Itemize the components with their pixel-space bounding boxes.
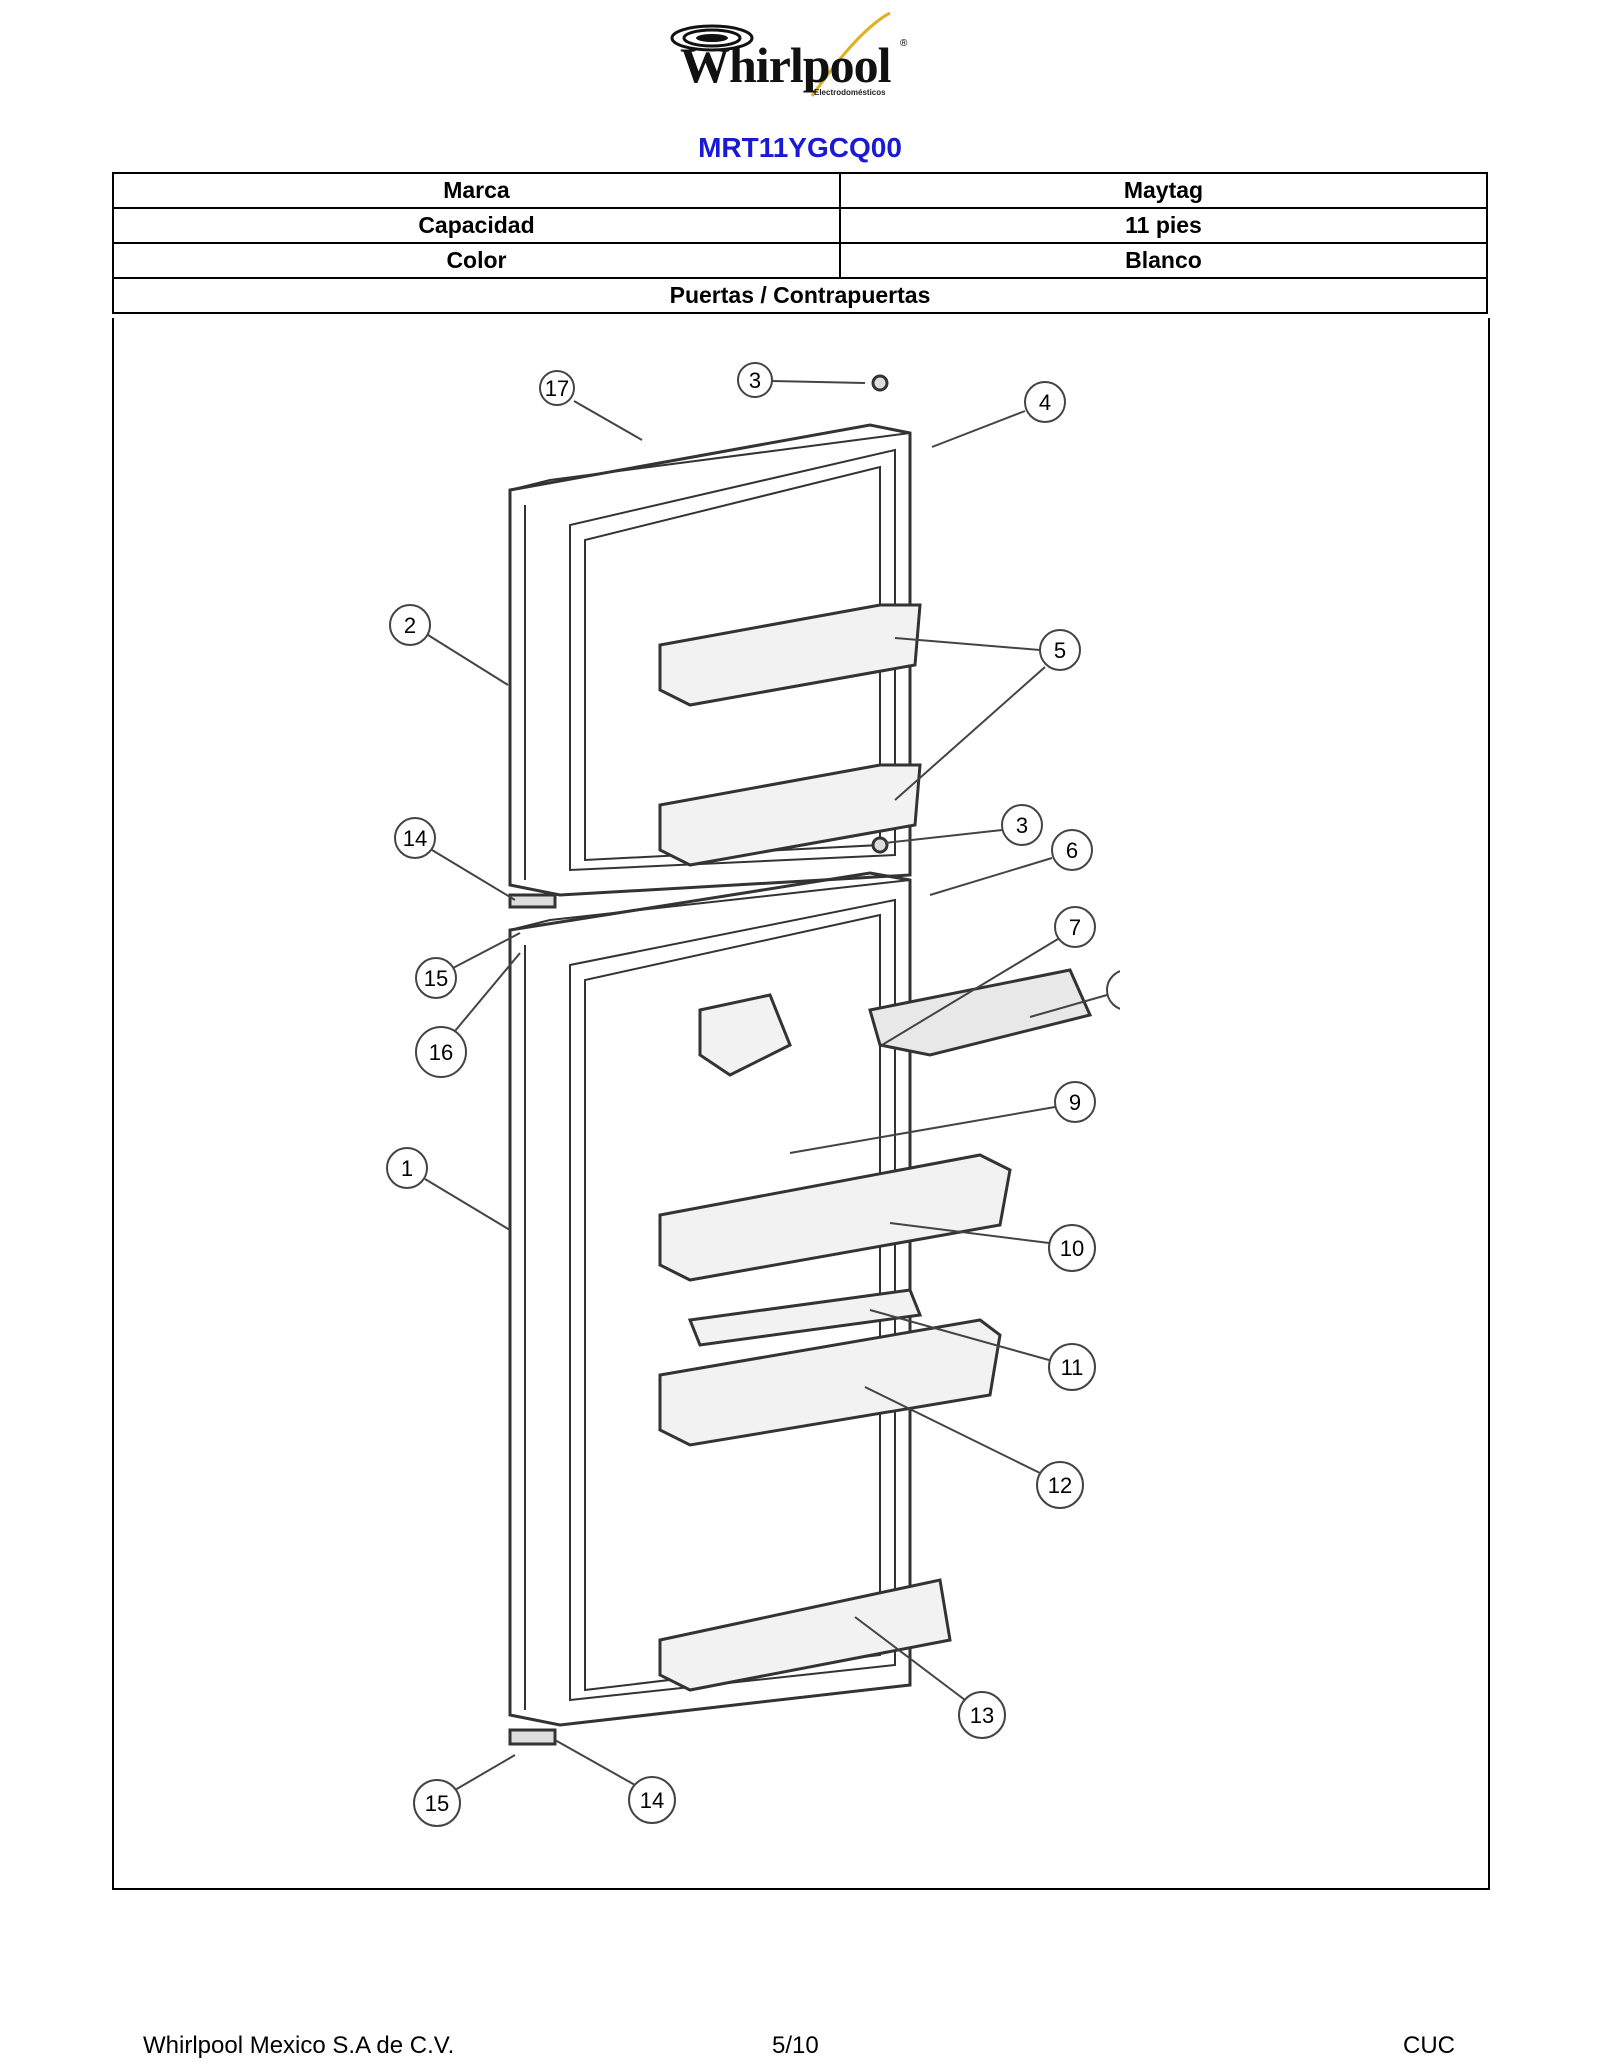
bottom-shelf [658,1578,952,1692]
svg-text:6: 6 [1066,838,1078,863]
svg-text:12: 12 [1048,1473,1072,1498]
svg-text:16: 16 [429,1040,453,1065]
logo-subtitle: Electrodomésticos [814,88,886,97]
whirlpool-swirl-icon [670,11,891,97]
spec-label: Capacidad [112,207,841,244]
upper-door-gasket [569,448,896,872]
logo-wordmark: Whirlpool [680,37,891,93]
spec-value: Blanco [838,242,1489,279]
callout-labels: 17 3 4 2 5 14 3 6 15 7 8 16 9 1 10 11 12… [386,362,1120,1827]
footer-page-number: 5/10 [772,2032,819,2059]
upper-shelf-2 [658,763,922,867]
callout-14-top: 14 [394,817,516,901]
section-title: Puertas / Contrapuertas [112,277,1488,314]
door-drawing [508,374,1093,1746]
section-header-row: Puertas / Contrapuertas [112,277,1488,314]
registered-mark: ® [900,38,908,49]
callout-8: 8 [1029,970,1120,1018]
callout-12: 12 [864,1386,1084,1509]
middle-hinge [508,893,557,909]
spec-row-capacity: Capacidad 11 pies [112,207,1489,244]
svg-text:4: 4 [1039,390,1051,415]
svg-text:5: 5 [1054,638,1066,663]
top-pin [871,374,889,392]
callout-15-top: 15 [415,932,521,999]
callout-2: 2 [389,604,509,686]
spec-table: Marca Maytag Capacidad 11 pies Color Bla… [112,172,1489,314]
upper-door-outline [508,423,912,897]
bottom-hinge [508,1728,557,1746]
lower-door-gasket [569,898,896,1702]
egg-tray-holder [698,993,792,1077]
svg-text:3: 3 [749,368,761,393]
dairy-cover [868,968,1093,1057]
svg-text:14: 14 [403,826,427,851]
footer-company: Whirlpool Mexico S.A de C.V. [143,2032,455,2059]
callout-10: 10 [889,1222,1096,1272]
svg-text:10: 10 [1060,1236,1084,1261]
svg-text:2: 2 [404,613,416,638]
callout-11: 11 [869,1309,1096,1391]
spec-value: 11 pies [838,207,1489,244]
svg-text:11: 11 [1061,1355,1084,1380]
whirlpool-logo: Whirlpool ® Electrodomésticos [662,8,922,100]
callout-7: 7 [881,906,1096,1046]
spec-label: Color [112,242,841,279]
callout-13: 13 [854,1616,1006,1739]
spec-row-brand: Marca Maytag [112,172,1489,209]
svg-text:13: 13 [970,1703,994,1728]
callout-1: 1 [386,1147,511,1231]
lower-door-outline [508,871,912,1727]
callout-3-lower: 3 [884,804,1043,846]
callout-16: 16 [415,952,521,1078]
svg-text:9: 9 [1069,1090,1081,1115]
spec-label: Marca [112,172,841,209]
spec-row-color: Color Blanco [112,242,1489,279]
callout-9: 9 [789,1081,1096,1154]
middle-shelf [658,1153,1012,1282]
model-number: MRT11YGCQ00 [698,132,902,163]
egg-tray [687,1288,923,1347]
callout-4: 4 [931,381,1066,448]
callout-5: 5 [894,629,1081,801]
diagram-frame [112,318,1490,1890]
lower-shelf [658,1318,1002,1447]
middle-pin [871,836,889,854]
svg-text:14: 14 [640,1788,664,1813]
callout-6: 6 [929,829,1093,896]
footer-code: CUC [1403,2032,1455,2059]
svg-text:3: 3 [1016,813,1028,838]
svg-text:15: 15 [424,966,448,991]
callout-17: 17 [539,370,643,441]
svg-text:15: 15 [425,1791,449,1816]
spec-value: Maytag [838,172,1489,209]
svg-text:7: 7 [1069,915,1081,940]
exploded-door-diagram: 17 3 4 2 5 14 3 6 15 7 8 16 9 1 10 11 12… [386,362,1120,1827]
callout-15-bottom: 15 [413,1754,516,1827]
upper-shelf-1 [658,603,922,707]
callout-14-bottom: 14 [554,1739,676,1824]
svg-text:1: 1 [401,1156,413,1181]
svg-text:17: 17 [545,376,569,401]
callout-3: 3 [737,362,866,398]
